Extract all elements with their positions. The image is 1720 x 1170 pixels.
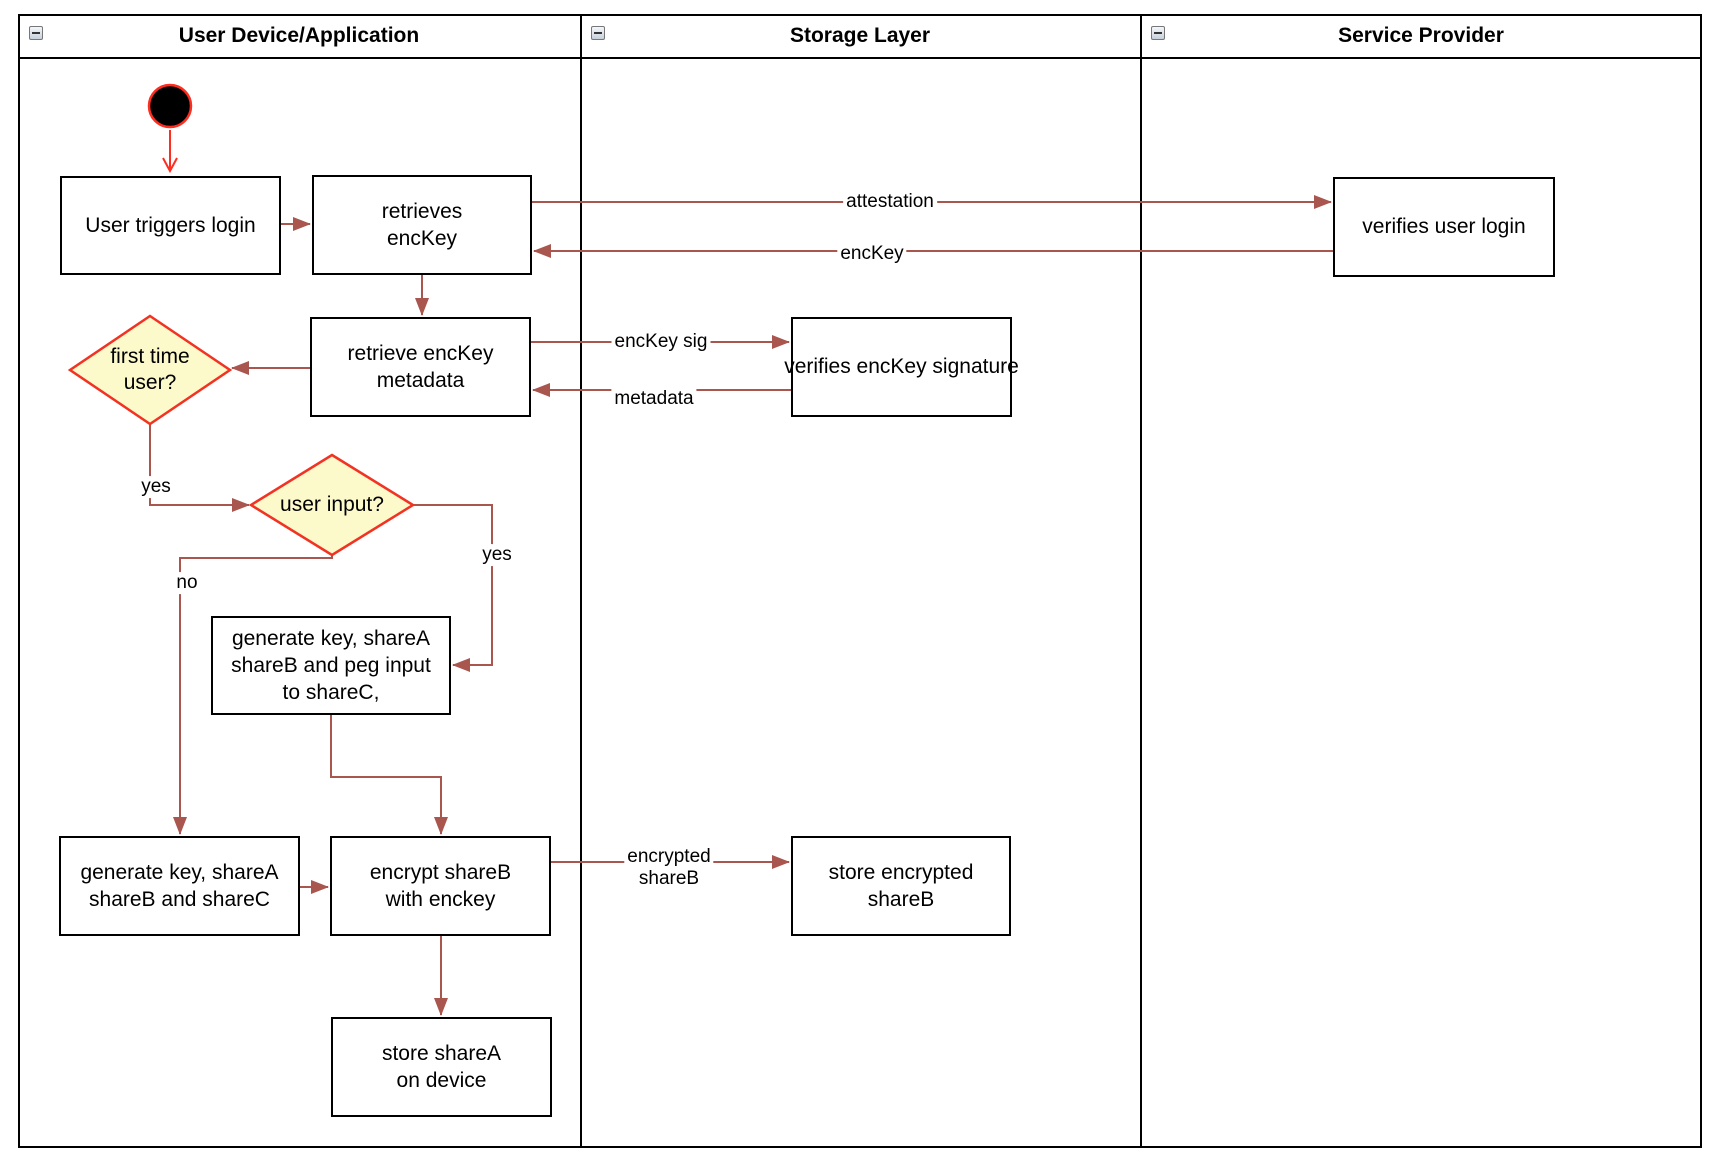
node-retrieve-enckey-metadata[interactable]: retrieve encKey metadata <box>310 317 531 417</box>
edge-label-enckey: encKey <box>837 243 907 265</box>
node-label: retrieves encKey <box>381 199 463 250</box>
decision-user-input[interactable] <box>248 453 416 557</box>
edge-userinput-no[interactable] <box>173 555 333 835</box>
edge-label-enckey-sig: encKey sig <box>611 331 711 353</box>
edge-userinput-yes[interactable] <box>413 504 493 672</box>
lane-divider-2 <box>1140 14 1142 1148</box>
lane-title-service-provider: Service Provider <box>1338 23 1504 47</box>
node-retrieves-enckey[interactable]: retrieves encKey <box>312 175 532 275</box>
node-label: generate key, shareA shareB and peg inpu… <box>231 626 431 705</box>
node-label: retrieve encKey metadata <box>347 341 494 392</box>
edge-label-yes-user-input: yes <box>479 544 515 566</box>
edge-label-no-user-input: no <box>173 572 201 594</box>
edge-firsttime-yes[interactable] <box>149 424 250 512</box>
decision-label-user-input: user input? <box>280 492 384 516</box>
collapse-minus-icon[interactable] <box>591 26 605 40</box>
edge-label-attestation: attestation <box>843 191 937 213</box>
node-encrypt-shareb[interactable]: encrypt shareB with enckey <box>330 836 551 936</box>
edge-label-encrypted-shareb: encrypted shareB <box>624 846 714 890</box>
node-label: store shareA on device <box>381 1041 502 1092</box>
lane-title-user-device: User Device/Application <box>178 23 420 47</box>
collapse-minus-icon[interactable] <box>29 26 43 40</box>
node-verifies-enckey-signature[interactable]: verifies encKey signature <box>784 317 1019 417</box>
node-label: generate key, shareA shareB and shareC <box>80 860 279 911</box>
decision-first-time-user[interactable] <box>67 314 233 426</box>
lane-header-separator <box>18 57 1702 59</box>
collapse-minus-icon[interactable] <box>1151 26 1165 40</box>
node-verifies-user-login[interactable]: verifies user login <box>1333 177 1555 277</box>
lane-divider-1 <box>580 14 582 1148</box>
node-store-sharea[interactable]: store shareA on device <box>331 1017 552 1117</box>
edge-peg-to-encrypt[interactable] <box>330 715 448 835</box>
lane-title-storage-layer: Storage Layer <box>789 23 931 47</box>
node-user-triggers-login[interactable]: User triggers login <box>60 176 281 275</box>
node-store-encrypted-shareb[interactable]: store encrypted shareB <box>791 836 1011 936</box>
minus-icon <box>32 32 40 34</box>
node-label: encrypt shareB with enckey <box>369 860 512 911</box>
edge-label-yes-first-time: yes <box>138 476 174 498</box>
edge-label-metadata: metadata <box>611 388 697 410</box>
node-generate-key-peg-input[interactable]: generate key, shareA shareB and peg inpu… <box>211 616 451 715</box>
minus-icon <box>594 32 602 34</box>
node-label: User triggers login <box>85 213 256 237</box>
node-generate-key-abc[interactable]: generate key, shareA shareB and shareC <box>59 836 300 936</box>
minus-icon <box>1154 32 1162 34</box>
decision-label-first-time-user: first time user? <box>110 344 190 394</box>
node-label: verifies user login <box>1362 215 1526 239</box>
initial-node[interactable] <box>147 83 193 129</box>
node-label: verifies encKey signature <box>784 355 1019 379</box>
node-label: store encrypted shareB <box>828 860 974 911</box>
